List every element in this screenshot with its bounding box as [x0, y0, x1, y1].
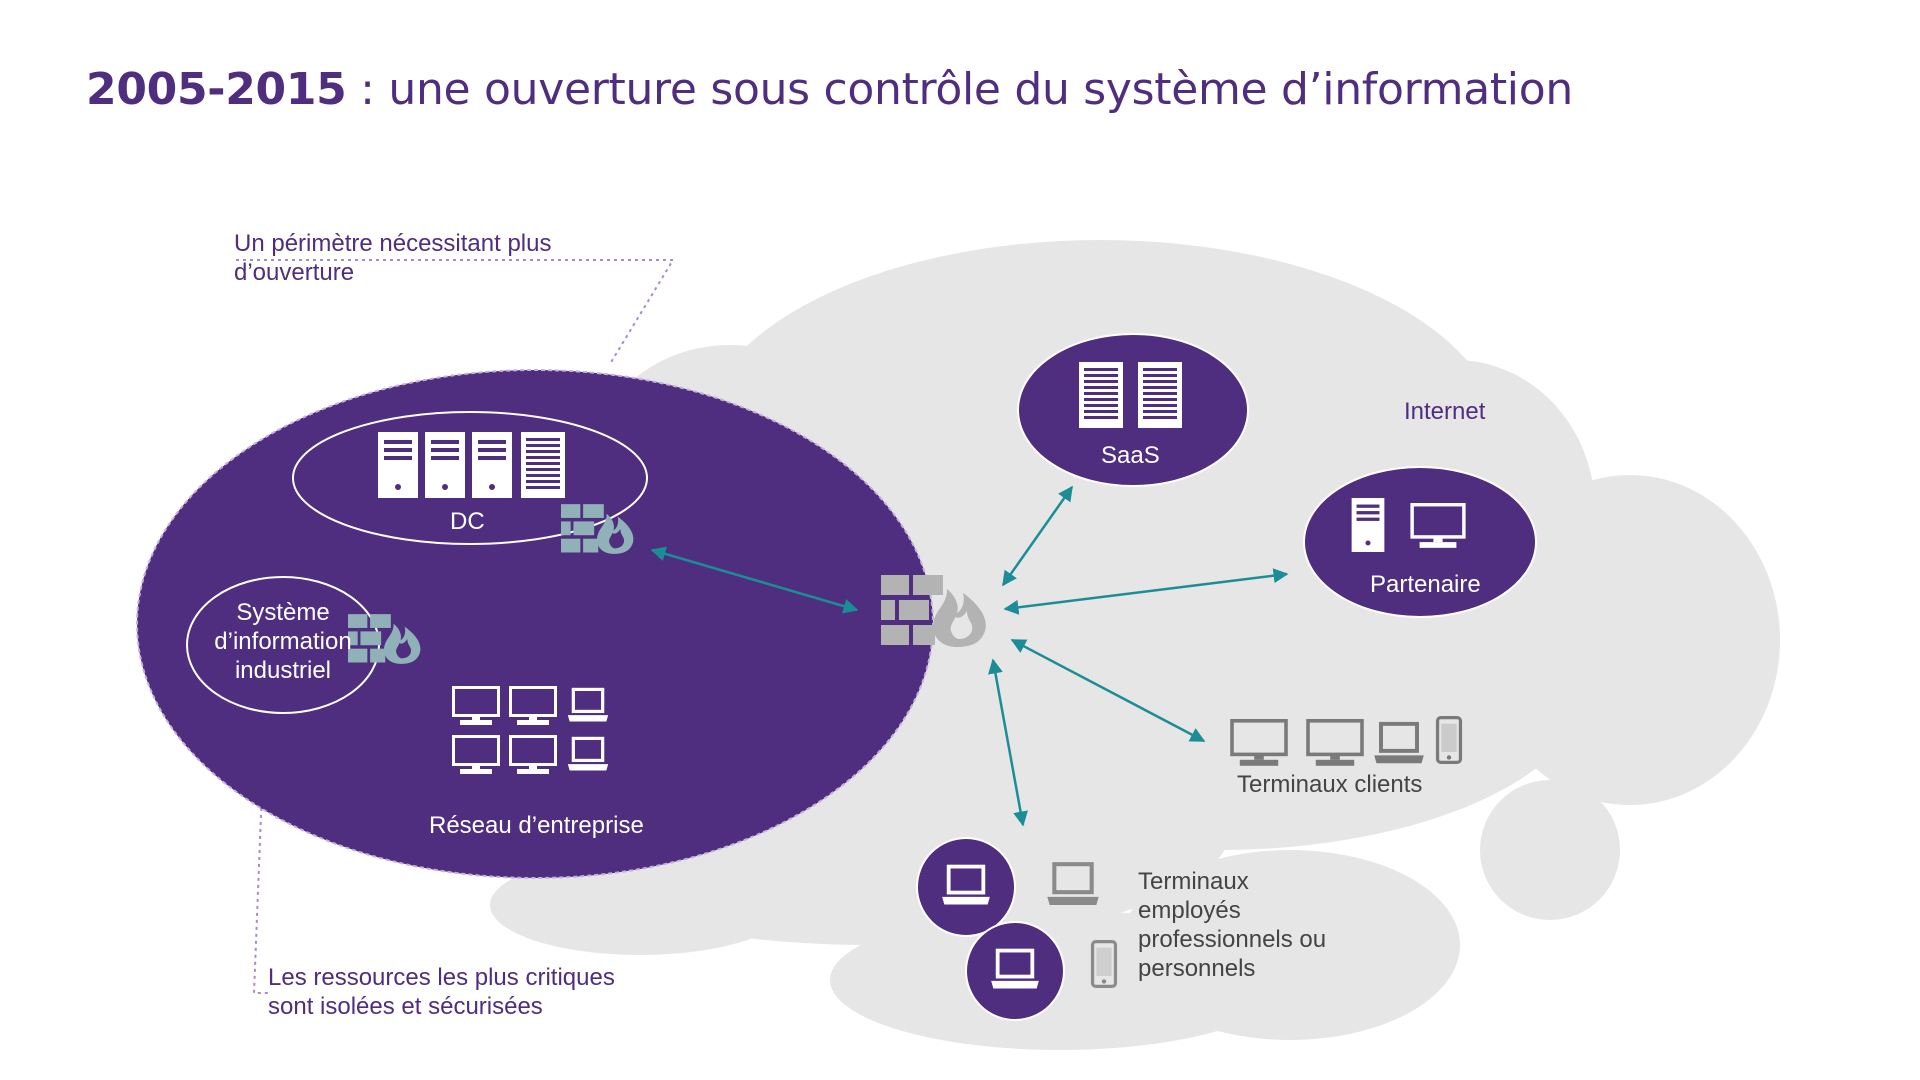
employee-label-line: professionnels ou [1138, 926, 1327, 953]
server-icon [521, 432, 565, 498]
dc-label: DC [450, 508, 485, 535]
callout-line: Les ressources les plus critiques [268, 964, 615, 991]
server-icon [1351, 498, 1385, 552]
page-title: 2005-2015 : une ouverture sous contrôle … [86, 64, 1573, 115]
enterprise-network-label: Réseau d’entreprise [429, 812, 644, 839]
title-text: : une ouverture sous contrôle du système… [346, 64, 1573, 115]
employee-terminals-label: Terminaux employés professionnels ou per… [1138, 867, 1326, 983]
industrial-label-line: industriel [234, 657, 332, 684]
employee-laptop-node [965, 921, 1065, 1021]
callout-line: d’ouverture [234, 259, 355, 286]
callout-perimeter: Un périmètre nécessitant plus d’ouvertur… [234, 229, 551, 287]
industrial-label-line: Système [236, 599, 330, 626]
server-icon [1079, 362, 1123, 428]
server-icon [425, 432, 465, 498]
partner-label: Partenaire [1370, 571, 1481, 598]
server-icon [472, 432, 512, 498]
employee-label-line: Terminaux [1138, 868, 1249, 895]
connection-arrows [650, 485, 1289, 827]
callout-line: Un périmètre nécessitant plus [234, 230, 552, 257]
callout-lines [236, 259, 675, 994]
employee-laptop-node [916, 837, 1016, 937]
enterprise-perimeter [136, 369, 934, 879]
client-terminals-label: Terminaux clients [1237, 771, 1423, 798]
employee-label-line: employés [1138, 897, 1241, 924]
title-years: 2005-2015 [86, 64, 347, 115]
saas-node [1017, 333, 1249, 487]
internet-label: Internet [1404, 398, 1486, 425]
dc-zone [292, 411, 648, 545]
callout-critical: Les ressources les plus critiques sont i… [268, 963, 615, 1021]
callout-line: sont isolées et sécurisées [268, 993, 543, 1020]
server-icon [1138, 362, 1182, 428]
employee-label-line: personnels [1138, 955, 1256, 982]
industrial-label: Système d’information industriel [183, 598, 383, 685]
server-icon [378, 432, 418, 498]
saas-label: SaaS [1101, 442, 1160, 469]
industrial-label-line: d’information [214, 628, 352, 655]
